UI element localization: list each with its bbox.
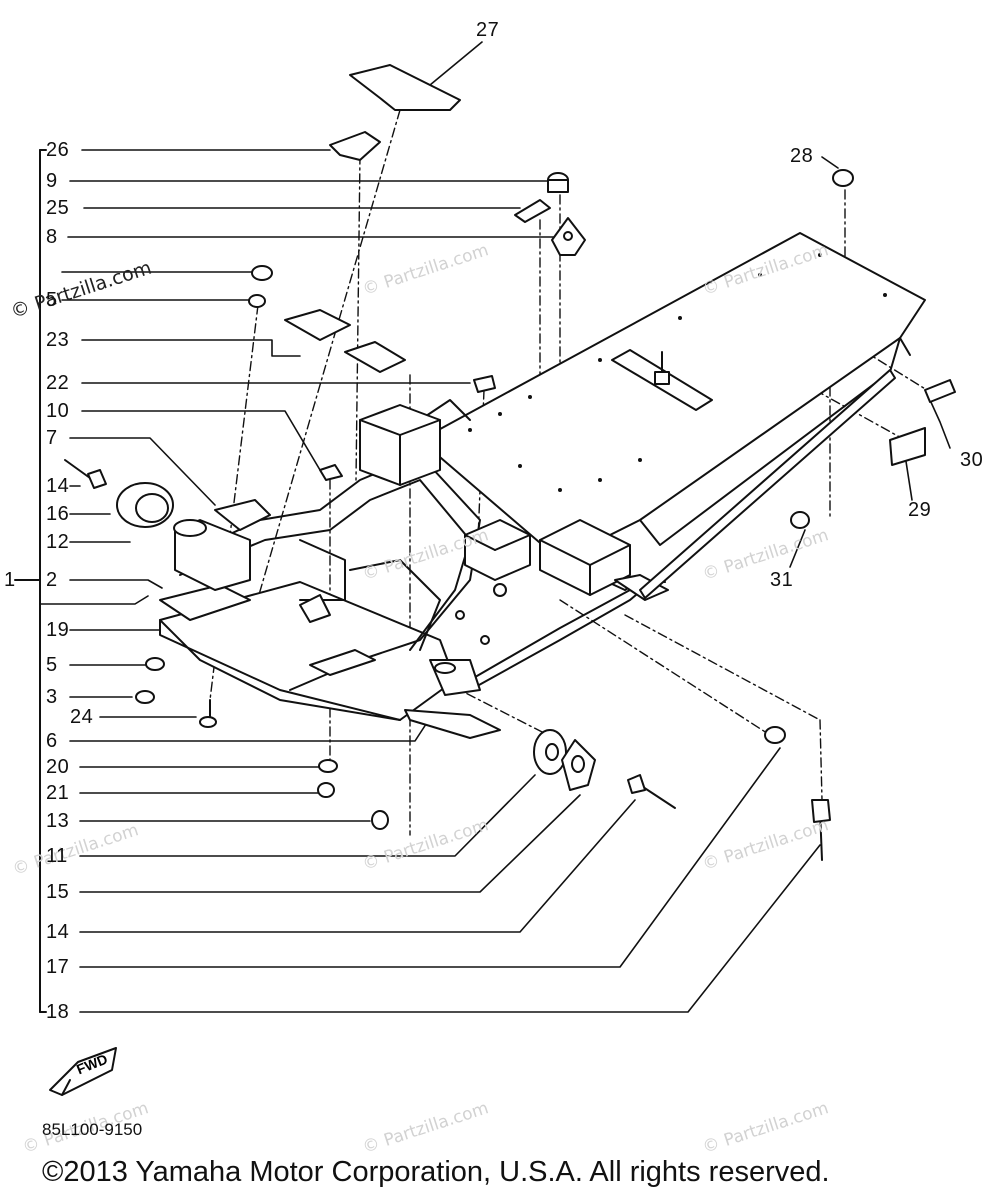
callout-22: 22 — [46, 372, 70, 394]
callout-9: 9 — [46, 170, 58, 192]
callout-15: 15 — [46, 881, 70, 903]
leader-lines — [39, 41, 951, 1013]
copyright-notice: ©2013 Yamaha Motor Corporation, U.S.A. A… — [42, 1156, 830, 1188]
plate-25 — [514, 199, 551, 223]
loose-parts — [64, 64, 956, 861]
callout-25: 25 — [46, 197, 70, 219]
callout-16: 16 — [46, 503, 70, 525]
callout-13: 13 — [46, 810, 70, 832]
callout-10: 10 — [46, 400, 70, 422]
callout-24: 24 — [70, 706, 94, 728]
callout-30: 30 — [960, 449, 984, 471]
callout-11: 11 — [46, 845, 68, 867]
dashed-alignment-lines — [209, 109, 936, 836]
callout-27: 27 — [476, 19, 500, 41]
callout-19: 19 — [46, 619, 70, 641]
callout-29: 29 — [908, 499, 932, 521]
fwd-badge — [49, 1047, 117, 1096]
cap-17 — [764, 726, 786, 744]
callout-21: 21 — [46, 782, 70, 804]
pad-23b — [344, 341, 406, 373]
callout-23: 23 — [46, 329, 70, 351]
callout-12: 12 — [46, 531, 70, 553]
callout-28: 28 — [790, 145, 814, 167]
callout-17: 17 — [46, 956, 70, 978]
callout-5: 5 — [46, 654, 58, 676]
callout-6: 6 — [46, 730, 58, 752]
callout-7: 7 — [46, 427, 58, 449]
callout-2: 2 — [46, 569, 58, 591]
callout-18: 18 — [46, 1001, 70, 1023]
callout-3: 3 — [46, 686, 58, 708]
pad-27 — [349, 64, 461, 111]
callout-31: 31 — [770, 569, 794, 591]
clip-30 — [924, 379, 956, 403]
callout-14: 14 — [46, 475, 70, 497]
callout-26: 26 — [46, 139, 70, 161]
part-number: 85L100-9150 — [42, 1120, 143, 1139]
pad-23a — [284, 309, 351, 341]
pad-26 — [329, 131, 381, 161]
callout-5: 5 — [46, 289, 58, 311]
frame-body — [159, 232, 926, 739]
left-bracket — [14, 149, 47, 1013]
label-29 — [889, 427, 926, 466]
callout-1: 1 — [4, 569, 16, 591]
callout-20: 20 — [46, 756, 70, 778]
cap-28 — [832, 169, 854, 187]
callout-14: 14 — [46, 921, 70, 943]
callout-8: 8 — [46, 226, 58, 248]
